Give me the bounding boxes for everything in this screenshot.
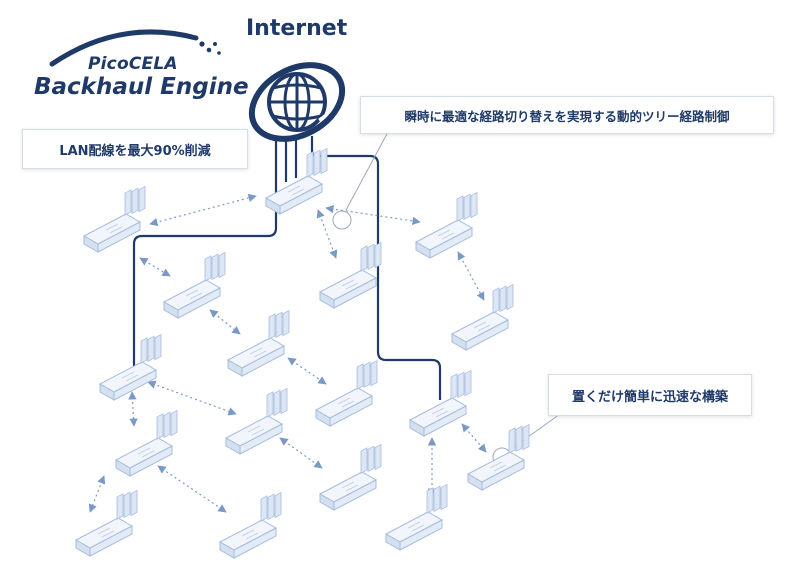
wired-backhaul-lines [132, 136, 442, 400]
access-point-icon [219, 491, 282, 559]
access-point-icon [319, 241, 382, 309]
access-point-icon [163, 251, 226, 319]
access-point-icon [451, 283, 514, 351]
wireless-mesh-links [88, 193, 487, 513]
access-point-icon [319, 443, 382, 511]
internet-label: Internet [246, 16, 348, 41]
access-points [75, 147, 530, 559]
callout-lan-reduction: LAN配線を最大90%削減 [22, 129, 248, 169]
callout-instant-switch: 瞬時に最適な経路切り替えを実現する動的ツリー経路制御 [360, 96, 774, 134]
brand-company: PicoCELA [88, 54, 178, 74]
access-point-icon [227, 309, 290, 377]
logo-swoosh [49, 29, 221, 67]
access-point-icon [415, 191, 478, 259]
access-point-icon [75, 489, 138, 557]
access-point-icon [83, 185, 146, 253]
brand-product: Backhaul Engine [34, 74, 249, 100]
globe-icon [248, 62, 346, 142]
access-point-icon [385, 483, 448, 551]
callout-easy-build: 置くだけ簡単に迅速な構築 [548, 374, 752, 416]
access-point-icon [225, 387, 288, 455]
access-point-icon [315, 359, 378, 427]
access-point-icon [99, 333, 162, 401]
brand-logo: PicoCELA Backhaul Engine [28, 28, 249, 108]
access-point-icon [115, 409, 178, 477]
